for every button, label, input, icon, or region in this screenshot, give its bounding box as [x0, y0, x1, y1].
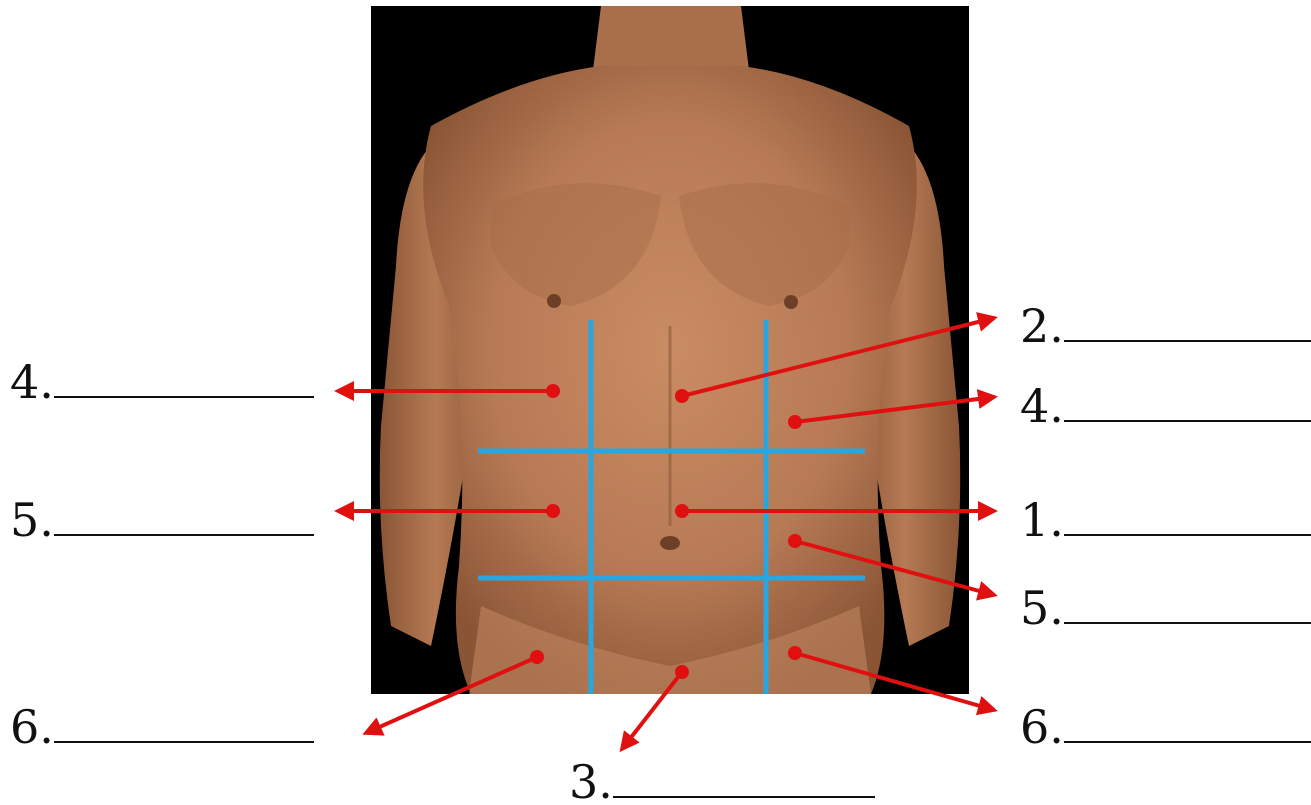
- answer-blank-bottom-center[interactable]: [613, 756, 875, 798]
- label-right-5: 6.: [1020, 701, 1311, 750]
- label-left-lower: 6.: [10, 701, 314, 750]
- dot-left-middle: [546, 504, 560, 518]
- arrow-right-1: [682, 318, 994, 396]
- label-number: 1.: [1020, 493, 1064, 547]
- arrow-right-2: [795, 397, 994, 422]
- dot-right-upper: [788, 415, 802, 429]
- dot-right-lower: [788, 646, 802, 660]
- dot-right-middle: [788, 534, 802, 548]
- arrow-left-lower: [366, 657, 537, 733]
- answer-blank-right-2[interactable]: [1064, 380, 1311, 422]
- label-right-3: 1.: [1020, 494, 1311, 543]
- label-bottom-center: 3.: [569, 756, 875, 805]
- arrow-right-5: [795, 653, 994, 710]
- arrow-bottom-center: [622, 672, 682, 749]
- answer-blank-right-4[interactable]: [1064, 582, 1311, 624]
- label-number: 6.: [1020, 700, 1064, 754]
- label-right-1: 2.: [1020, 300, 1311, 349]
- label-number: 4.: [10, 355, 54, 409]
- label-number: 5.: [1020, 581, 1064, 635]
- answer-blank-right-3[interactable]: [1064, 494, 1311, 536]
- dot-center-lower: [675, 665, 689, 679]
- dot-left-upper: [546, 384, 560, 398]
- dot-center-upper: [675, 389, 689, 403]
- label-right-2: 4.: [1020, 380, 1311, 429]
- answer-blank-left-middle[interactable]: [54, 494, 314, 536]
- label-number: 2.: [1020, 299, 1064, 353]
- region-grid: [478, 320, 865, 694]
- label-number: 3.: [569, 755, 613, 805]
- dot-center-middle: [675, 504, 689, 518]
- label-number: 5.: [10, 493, 54, 547]
- answer-blank-right-1[interactable]: [1064, 300, 1311, 342]
- answer-blank-left-upper[interactable]: [54, 356, 314, 398]
- dot-left-lower: [530, 650, 544, 664]
- label-number: 4.: [1020, 379, 1064, 433]
- label-left-upper: 4.: [10, 356, 314, 405]
- label-right-4: 5.: [1020, 582, 1311, 631]
- label-left-middle: 5.: [10, 494, 314, 543]
- label-number: 6.: [10, 700, 54, 754]
- answer-blank-right-5[interactable]: [1064, 701, 1311, 743]
- answer-blank-left-lower[interactable]: [54, 701, 314, 743]
- arrow-right-4: [795, 541, 994, 595]
